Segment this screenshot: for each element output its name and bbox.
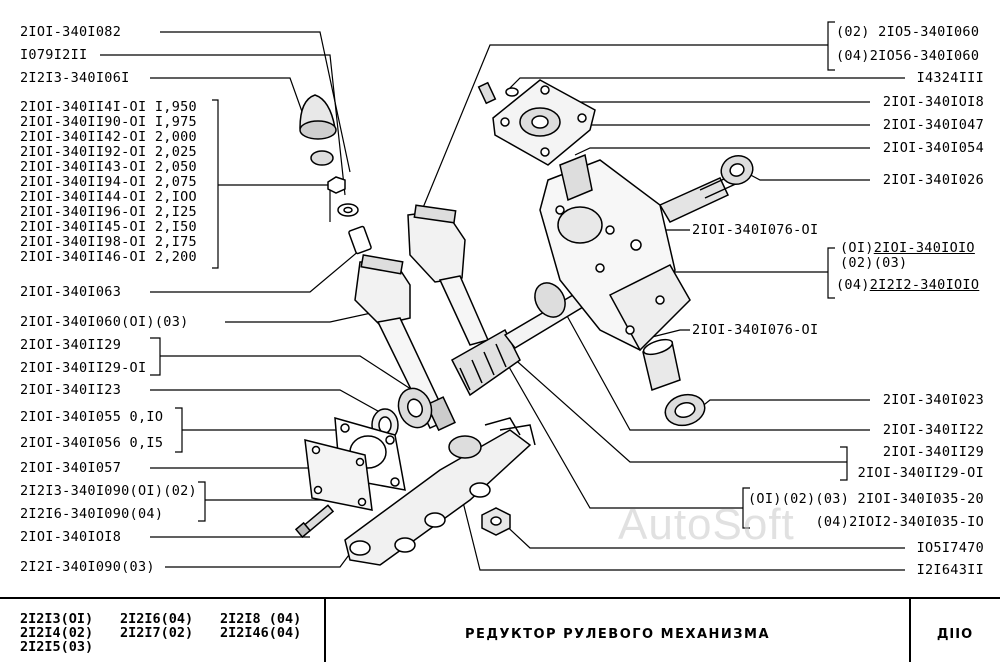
label-left-7: 2IOI-340II23 <box>20 382 122 398</box>
steering-gear-housing <box>539 153 691 352</box>
watermark: AutoSoft <box>618 500 795 549</box>
label-right-12b: 2IOI-340II29-OI <box>857 465 984 481</box>
shim-label: 2IOI-340II92-OI 2,025 <box>20 144 197 160</box>
label-right-6: 2IOI-340I026 <box>882 172 984 188</box>
label-right-13b: (04)2IOI2-340I035-IO <box>815 514 984 530</box>
label-right-12a: 2IOI-340II29 <box>882 444 984 460</box>
label-right-8c: (04)2I2I2-340IOIO <box>836 278 979 293</box>
label-right-8b: (02)(03) <box>840 255 908 271</box>
label-right-5: 2IOI-340I054 <box>882 140 984 156</box>
shim-label-list: 2IOI-340II4I-OI I,950 2IOI-340II90-OI I,… <box>20 100 197 265</box>
model-code: 2I2I5(03) <box>20 639 94 655</box>
cover-bolt <box>294 504 335 539</box>
top-cover <box>492 79 596 166</box>
pitman-arm <box>344 417 536 566</box>
shim-label: 2IOI-340II4I-OI I,950 <box>20 99 197 115</box>
label-right-8c-prefix: (04) <box>836 277 870 293</box>
shim-label: 2IOI-340II90-OI I,975 <box>20 114 197 130</box>
label-left-12: 2I2I-340I090(03) <box>20 559 155 575</box>
label-right-9: 2IOI-340I076-OI <box>692 322 819 338</box>
label-right-2: I4324III <box>916 70 984 86</box>
shim-label: 2IOI-340II94-OI 2,075 <box>20 174 197 190</box>
shim-label: 2IOI-340II44-OI 2,IOO <box>20 189 197 205</box>
label-left-8b: 2IOI-340I056 0,I5 <box>20 435 164 451</box>
label-left-9: 2IOI-340I057 <box>20 460 122 476</box>
model-code: 2I2I4(02) <box>20 625 94 641</box>
label-right-15: I2I643II <box>916 562 984 578</box>
shim-label: 2IOI-340II98-OI 2,I75 <box>20 234 197 250</box>
label-right-14: IO5I7470 <box>916 540 984 556</box>
model-code: 2I2I8 (04) <box>220 611 302 627</box>
model-code: 2I2I46(04) <box>220 625 302 641</box>
label-left-3: 2I2I3-340I06I <box>20 70 130 86</box>
label-right-10: 2IOI-340I023 <box>882 392 984 408</box>
oil-seal-lower <box>664 393 706 427</box>
shim-label: 2IOI-340II96-OI 2,I25 <box>20 204 197 220</box>
label-right-3: 2IOI-340IOI8 <box>882 94 984 110</box>
label-left-2: I079I2II <box>20 47 88 63</box>
label-left-8a: 2IOI-340I055 0,IO <box>20 409 164 425</box>
worm-bearing-lower <box>397 387 433 429</box>
adjusting-screw-cap <box>299 94 372 255</box>
shim-label: 2IOI-340II46-OI 2,200 <box>20 249 197 265</box>
title-block-frame <box>0 597 1000 662</box>
label-left-6b: 2IOI-340II29-OI <box>20 360 147 376</box>
label-right-8c-number: 2I2I2-340IOIO <box>869 277 980 293</box>
top-cover-bolt <box>477 81 519 105</box>
oil-seal-top <box>720 155 754 185</box>
label-left-5: 2IOI-340I060(OI)(03) <box>20 314 189 330</box>
worm-shaft <box>451 282 600 397</box>
label-left-4: 2IOI-340I063 <box>20 284 122 300</box>
label-right-7: 2IOI-340I076-OI <box>692 222 819 238</box>
label-right-13a: (OI)(02)(03) 2IOI-340I035-20 <box>748 491 984 507</box>
bushing <box>642 338 681 391</box>
label-right-11: 2IOI-340II22 <box>882 422 984 438</box>
label-right-8a-number: 2IOI-340IOIO <box>873 240 975 256</box>
label-right-1b: (04)2IO56-340I060 <box>836 48 980 64</box>
label-left-10b: 2I2I6-340I090(04) <box>20 506 164 522</box>
drawing-code: ДIIO <box>936 627 974 642</box>
label-left-11: 2IOI-340IOI8 <box>20 529 122 545</box>
left-leader-lines <box>100 31 421 568</box>
label-left-6a: 2IOI-340II29 <box>20 337 122 353</box>
shim-label: 2IOI-340II42-OI 2,000 <box>20 129 197 145</box>
label-right-1a: (02) 2IO5-340I060 <box>836 24 980 40</box>
label-right-8a: (OI)2IOI-340IOIO <box>840 241 975 256</box>
roller-shaft-left <box>354 254 456 432</box>
label-right-8a-prefix: (OI) <box>840 240 874 256</box>
label-left-1: 2IOI-340I082 <box>20 24 122 40</box>
label-left-10a: 2I2I3-340I090(OI)(02) <box>20 483 197 499</box>
model-code: 2I2I7(02) <box>120 625 194 641</box>
drawing-title: РЕДУКТОР РУЛЕВОГО МЕХАНИЗМА <box>464 627 771 642</box>
shim-label: 2IOI-340II45-OI 2,I50 <box>20 219 197 235</box>
roller-shaft-right <box>407 204 490 346</box>
shim-label: 2IOI-340II43-OI 2,050 <box>20 159 197 175</box>
model-code: 2I2I3(OI) <box>20 611 94 627</box>
lock-washer-and-nut <box>469 482 511 536</box>
label-right-4: 2IOI-340I047 <box>882 117 984 133</box>
model-code: 2I2I6(04) <box>120 611 194 627</box>
lower-cover <box>304 439 373 511</box>
